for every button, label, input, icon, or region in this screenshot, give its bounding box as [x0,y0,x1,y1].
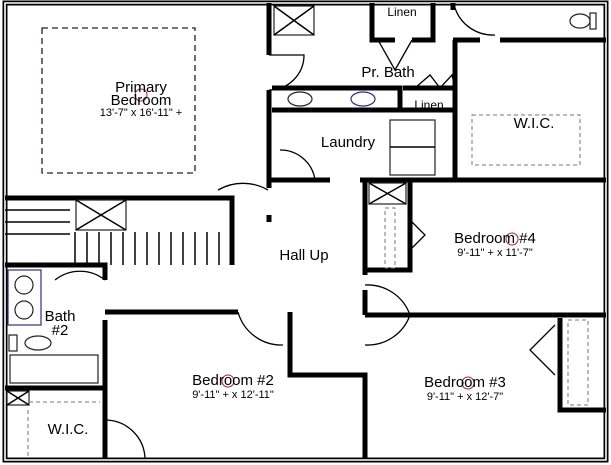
hall-label: Hall Up [279,247,328,264]
bedroom4-dims: 9'-11" + x 11'-7" [457,247,533,259]
sink-icon [350,91,376,107]
primary-bedroom-dims: 13'-7" x 16'-11" + [100,107,182,119]
linen-mid-label: Linen [414,98,443,112]
bath2-label-2: #2 [52,322,69,339]
sink-icon [14,275,34,295]
stairs [5,209,220,265]
wic-primary-label: W.I.C. [514,115,555,132]
bedroom3-label: Bedroom #3 [424,374,506,391]
toilet-icon [24,335,52,351]
linen-top-label: Linen [387,5,416,19]
bedroom2-label: Bedroom #2 [192,372,274,389]
primary-bath-label: Pr. Bath [361,64,414,81]
wic-bed2-label: W.I.C. [48,421,89,438]
laundry-label: Laundry [321,134,376,151]
primary-bedroom-label-2: Bedroom [111,92,172,109]
fixtures [5,5,597,458]
sink-icon [287,91,313,107]
ceiling-fan-icon [134,88,148,102]
tray-ceiling-outline [41,27,196,174]
ceiling-fan-icon [505,232,519,246]
bedroom4-label: Bedroom #4 [454,230,536,247]
primary-bedroom-label: Primary [115,79,167,96]
sink-icon [14,300,34,320]
ceiling-fan-icon [221,374,235,388]
toilet-icon [569,13,591,29]
ceiling-fan-icon [461,376,475,390]
doors [54,7,556,459]
bedroom2-dims: 9'-11" + x 12'-11" [192,389,274,401]
bedroom3-dims: 9'-11" + x 12'-7" [427,391,503,403]
bath2-label: Bath [45,308,76,325]
bathtub [9,354,99,384]
